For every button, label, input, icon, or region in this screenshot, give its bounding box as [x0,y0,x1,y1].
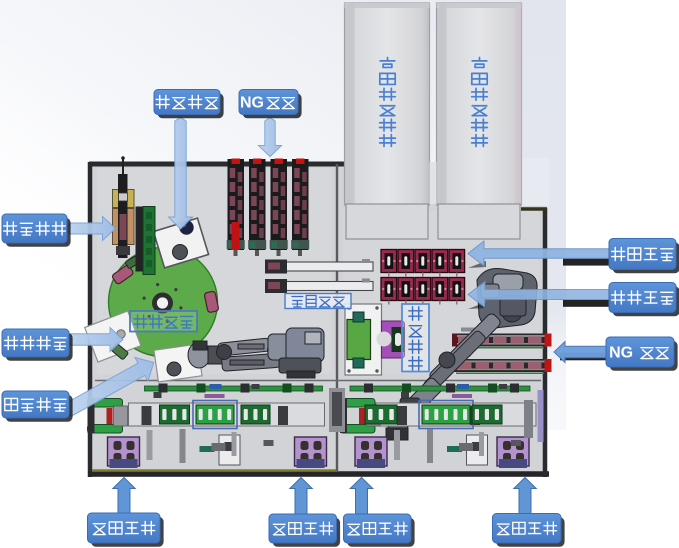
svg-text:NG: NG [609,344,633,361]
svg-text:NG: NG [240,94,264,111]
